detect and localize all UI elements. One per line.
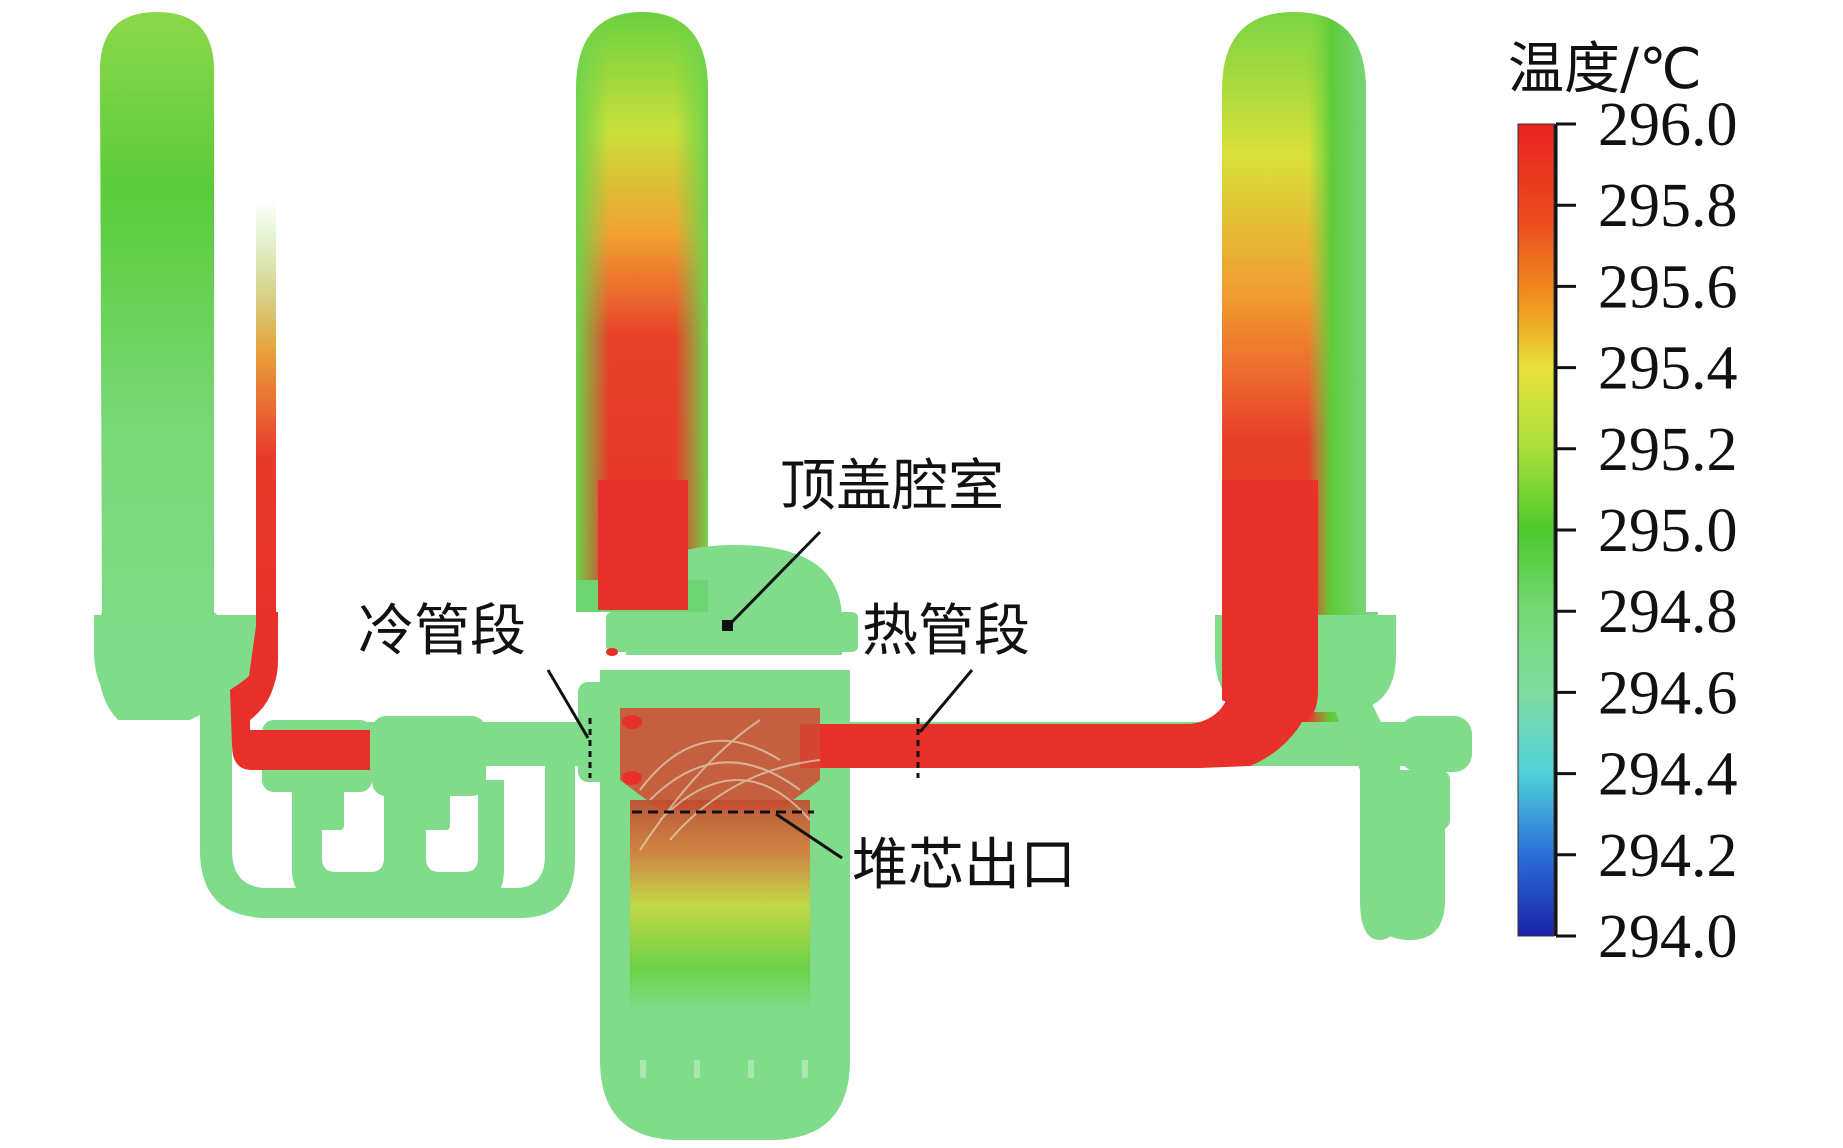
leader-top-head-chamber <box>726 530 822 628</box>
marker-top-head-chamber <box>722 620 733 631</box>
colorbar-tick-label: 296.0 <box>1598 91 1738 159</box>
colorbar-tick-label: 294.8 <box>1598 578 1738 646</box>
hot-regions <box>230 200 1318 1010</box>
colorbar-title: 温度/℃ <box>1508 37 1702 102</box>
colorbar-tick-label: 295.8 <box>1598 172 1738 240</box>
colorbar-tick-label: 294.6 <box>1598 659 1738 727</box>
colorbar-tick-label: 295.6 <box>1598 253 1738 321</box>
colorbar-ticks: 296.0 295.8 295.6 295.4 295.2 295.0 294.8 294.6… <box>1556 91 1738 971</box>
colorbar-tick-label: 295.0 <box>1598 497 1738 565</box>
colorbar-tick-label: 295.2 <box>1598 416 1738 484</box>
colorbar: 温度/℃ 296.0 295.8 295.6 295.4 295.2 295.0 294.8… <box>1508 37 1738 971</box>
leader-cold-leg <box>546 669 590 739</box>
colorbar-tick-label: 294.0 <box>1598 903 1738 971</box>
vessel-bottom-marks <box>640 1060 808 1078</box>
streamlines <box>639 719 821 851</box>
label-core-outlet: 堆芯出口 <box>852 833 1076 898</box>
colorbar-tick-label: 295.4 <box>1598 335 1738 403</box>
colorbar-tick-label: 294.4 <box>1598 741 1738 809</box>
label-top-head-chamber: 顶盖腔室 <box>780 454 1004 519</box>
colorbar-gradient <box>1517 123 1555 937</box>
label-cold-leg: 冷管段 <box>358 599 526 664</box>
leader-core-outlet <box>775 812 843 860</box>
colorbar-tick-label: 294.2 <box>1598 822 1738 890</box>
label-hot-leg: 热管段 <box>862 599 1030 664</box>
leader-hot-leg <box>918 669 974 733</box>
